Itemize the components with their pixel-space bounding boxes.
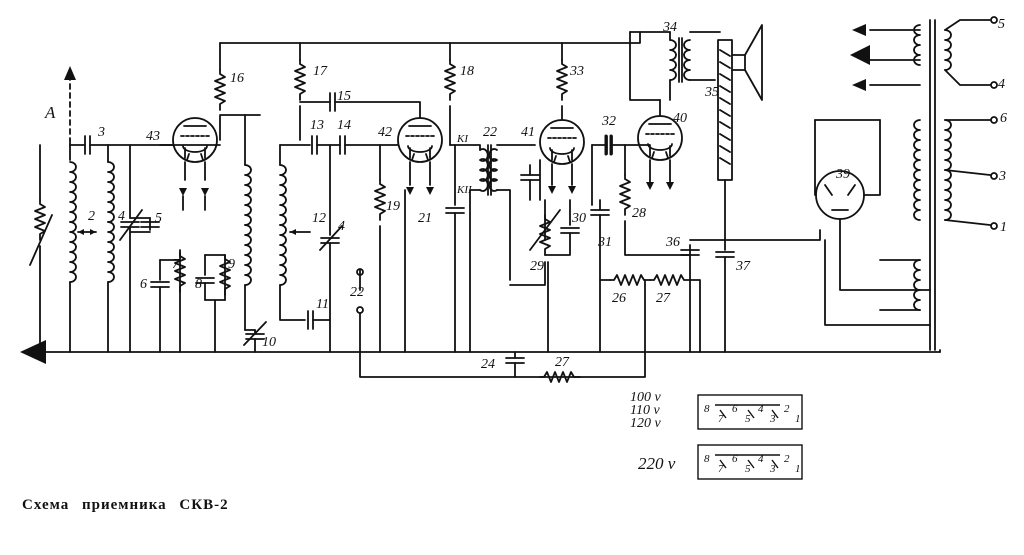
- component-number-39: 36: [665, 235, 680, 250]
- schematic-caption: Схема приемника СКВ-2: [22, 497, 229, 513]
- component-number-32: 29: [530, 259, 544, 274]
- component-number-18: 14: [337, 118, 351, 133]
- component-number-42: 40: [673, 111, 687, 126]
- component-number-38: 35: [704, 85, 719, 100]
- transformer-winding-labels: KI KII: [456, 133, 473, 196]
- pins-bottom-1: 6: [732, 453, 738, 465]
- component-number-41: 39: [835, 167, 850, 182]
- component-number-31: 28: [632, 206, 646, 221]
- component-number-20: 16: [230, 71, 244, 86]
- component-number-22: 18: [460, 64, 474, 79]
- component-number-3: 3: [998, 169, 1006, 184]
- component-number-33: 30: [571, 211, 586, 226]
- voltage-label-120: 120 v: [630, 416, 662, 431]
- pins-top-0: 8: [704, 403, 710, 415]
- pins-bottom-0: 8: [704, 453, 710, 465]
- winding-label-0: KI: [456, 133, 469, 145]
- voltage-label-110: 110 v: [630, 403, 660, 418]
- component-number-15: 11: [316, 297, 329, 312]
- voltage-label-220: 220 v: [638, 454, 676, 473]
- component-number-7: 5: [155, 211, 162, 226]
- component-number-36: 33: [569, 64, 584, 79]
- pins-top-2: 4: [758, 403, 764, 415]
- component-number-37: 34: [662, 20, 677, 35]
- component-number-16: 12: [312, 211, 326, 226]
- component-number-4: 4: [118, 209, 125, 224]
- component-number-2: 3: [97, 125, 105, 140]
- component-number-28: 26: [612, 291, 626, 306]
- component-number-34: 31: [597, 235, 612, 250]
- pins-bottom-2: 4: [758, 453, 764, 465]
- component-number-23: 19: [386, 199, 400, 214]
- component-number-19: 15: [337, 89, 351, 104]
- pins-top-6: 3: [769, 413, 776, 425]
- component-number-8: 5: [998, 17, 1005, 32]
- switch-pins-top: 8 6 4 2 7 5 3 1: [704, 403, 801, 425]
- component-number-40: 37: [735, 259, 751, 274]
- component-number-17: 13: [310, 118, 324, 133]
- pins-bottom-7: 1: [795, 463, 801, 475]
- component-number-43: 41: [521, 125, 535, 140]
- component-number-21: 17: [313, 64, 328, 79]
- pins-bottom-3: 2: [784, 453, 790, 465]
- pins-top-7: 1: [795, 413, 801, 425]
- winding-label-1: KII: [456, 184, 473, 196]
- pins-bottom-6: 3: [769, 463, 776, 475]
- pins-top-1: 6: [732, 403, 738, 415]
- component-number-24: 21: [418, 211, 432, 226]
- component-number-5: 4: [338, 219, 345, 234]
- component-number-29: 27: [656, 291, 671, 306]
- component-number-11: 7: [172, 257, 180, 272]
- component-number-1: 2: [88, 209, 95, 224]
- component-number-27: 24: [481, 357, 495, 372]
- component-number-35: 32: [601, 114, 616, 129]
- component-number-10: 6: [1000, 111, 1007, 126]
- antenna-label: А: [44, 103, 56, 122]
- component-number-25: 22: [350, 285, 364, 300]
- component-number-0: 1: [1000, 220, 1007, 235]
- component-number-6: 4: [998, 77, 1005, 92]
- component-number-44: 42: [378, 125, 392, 140]
- switch-pins-bottom: 8 6 4 2 7 5 3 1: [704, 453, 801, 475]
- component-number-14: 10: [262, 335, 276, 350]
- pins-top-4: 7: [718, 413, 724, 425]
- pins-bottom-5: 5: [745, 463, 751, 475]
- pins-top-3: 2: [784, 403, 790, 415]
- component-number-45: 43: [146, 129, 160, 144]
- component-number-13: 9: [228, 257, 235, 272]
- voltage-label-100: 100 v: [630, 390, 662, 405]
- pins-bottom-4: 7: [718, 463, 724, 475]
- pins-top-5: 5: [745, 413, 751, 425]
- component-number-12: 8: [195, 277, 202, 292]
- component-number-26: 22: [483, 125, 497, 140]
- component-number-30: 27: [555, 355, 570, 370]
- component-number-9: 6: [140, 277, 147, 292]
